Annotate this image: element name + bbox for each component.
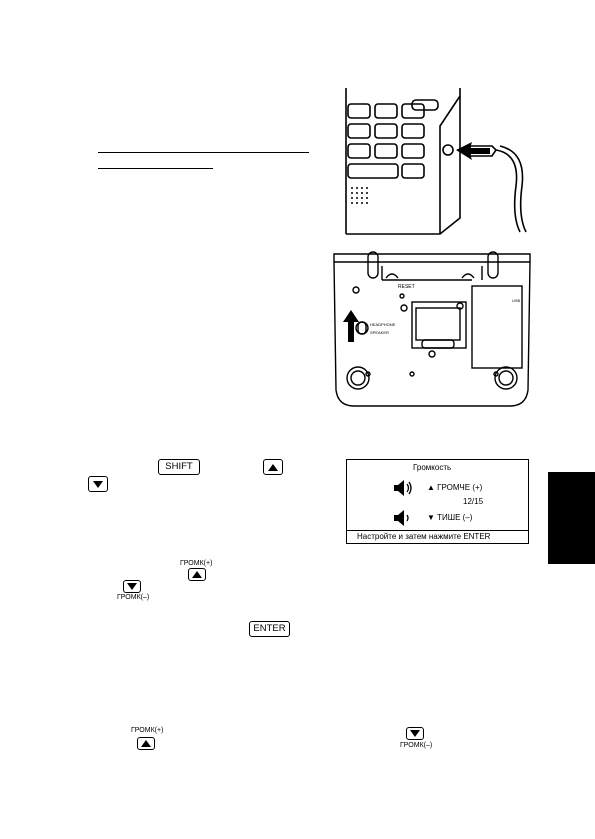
up-arrow-key-icon (137, 737, 155, 750)
vol-up-key-label: ГРОМК(+) (180, 560, 213, 567)
underline-short (98, 168, 213, 169)
screen-title: Громкость (413, 463, 452, 472)
usb-label: USB (512, 298, 521, 303)
up-arrow-key-icon (263, 459, 283, 475)
vol-up-key-label: ГРОМК(+) (131, 727, 164, 734)
vol-down-key-label: ГРОМК(–) (117, 594, 150, 601)
up-arrow-key-icon (188, 568, 206, 581)
headphone-jack-illustration (345, 88, 527, 235)
underline-long (98, 152, 309, 153)
headphone-label: HEADPHONE (370, 322, 396, 327)
screen-level: 12/15 (463, 497, 484, 506)
down-arrow-key-icon (88, 476, 108, 492)
volume-screen: Громкость ▲ ГРОМЧЕ (+) 12/15 ▼ ТИШЕ (–) … (346, 459, 529, 544)
screen-louder: ▲ ГРОМЧЕ (+) (427, 483, 483, 492)
vol-down-key-label: ГРОМК(–) (400, 742, 433, 749)
screen-quieter: ▼ ТИШЕ (–) (427, 513, 473, 522)
screen-hint: Настройте и затем нажмите ENTER (357, 532, 491, 541)
reset-label: RESET (398, 284, 415, 290)
speaker-label: SPEAKER (370, 330, 389, 335)
shift-key: SHIFT (158, 459, 200, 475)
device-bottom-illustration: RESET HEADPHONE SPEAKER USB (333, 251, 531, 407)
down-arrow-key-icon (406, 727, 424, 740)
enter-key: ENTER (249, 621, 290, 637)
screen-divider (347, 530, 528, 531)
down-arrow-key-icon (123, 580, 141, 593)
section-tab (548, 472, 595, 564)
speaker-quiet-icon (394, 510, 409, 526)
speaker-loud-icon (394, 480, 412, 496)
